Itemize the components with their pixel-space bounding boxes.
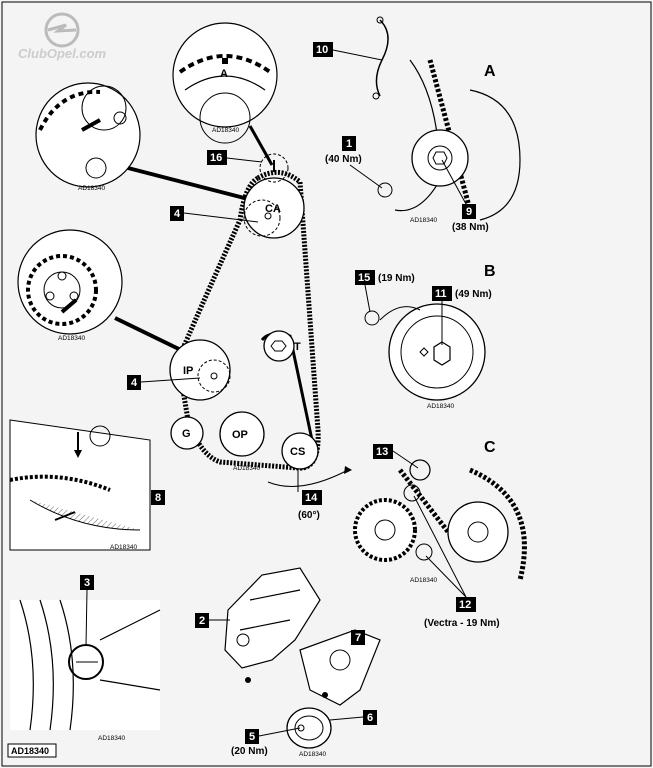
view-a-label: A: [484, 63, 496, 80]
callout-16: 16: [207, 150, 263, 165]
crank-pulley-mark-detail: AD18340: [10, 599, 161, 742]
pulley-ca: CA: [243, 153, 305, 239]
injection-pump-sprocket-detail: AD18340: [17, 229, 186, 354]
pulley-op: OP: [219, 411, 265, 457]
callout-2: 2: [195, 613, 230, 628]
svg-text:7: 7: [355, 632, 361, 644]
svg-text:14: 14: [305, 492, 318, 504]
svg-text:3: 3: [84, 577, 90, 589]
torque-12: (Vectra - 19 Nm): [424, 618, 500, 629]
callout-9: 9 (38 Nm): [441, 159, 489, 233]
pulley-ip: IP: [169, 339, 231, 401]
svg-text:13: 13: [376, 446, 388, 458]
callout-7: 7: [351, 630, 365, 645]
main-ref: AD18340: [233, 465, 260, 472]
left8-ref: AD18340: [110, 544, 137, 551]
torque-11: (49 Nm): [455, 289, 492, 300]
view-a: A AD18340: [372, 16, 521, 224]
view-b: B AD18340: [364, 263, 496, 410]
pulley-cs: CS AD18340: [233, 432, 352, 492]
torque-1: (40 Nm): [325, 154, 362, 165]
torque-5: (20 Nm): [231, 746, 268, 757]
callout-5: 5 (20 Nm): [231, 727, 301, 757]
watermark-text: ClubOpel.com: [18, 46, 107, 61]
view-c-ref: AD18340: [410, 577, 437, 584]
view-b-label: B: [484, 263, 496, 280]
camshaft-sprocket-detail: AD18340: [35, 82, 253, 202]
svg-text:2: 2: [199, 615, 205, 627]
svg-text:11: 11: [435, 288, 447, 300]
callout-13: 13: [373, 444, 419, 469]
svg-text:10: 10: [316, 44, 328, 56]
svg-text:16: 16: [210, 152, 222, 164]
pulley-t-label: T: [294, 341, 301, 353]
pulley-op-label: OP: [232, 429, 248, 441]
figure-reference: AD18340: [7, 743, 57, 758]
crankshaft-mark-detail: AD18340: [9, 419, 151, 551]
callout-1: 1 (40 Nm): [325, 136, 383, 189]
pulley-g-label: G: [182, 428, 191, 440]
callout-10: 10: [313, 42, 383, 61]
svg-text:6: 6: [367, 712, 373, 724]
pulley-t: T: [263, 330, 301, 362]
svg-text:5: 5: [249, 731, 255, 743]
callout-6: 6: [329, 710, 377, 725]
detail-ref: AD18340: [212, 127, 239, 134]
detail-mark-a: A: [220, 68, 228, 80]
torque-15: (19 Nm): [378, 273, 415, 284]
pulley-g: G: [170, 416, 204, 450]
svg-text:12: 12: [459, 599, 471, 611]
callout-3: 3: [80, 575, 94, 647]
svg-text:1: 1: [346, 138, 352, 150]
bottom-ref: AD18340: [299, 751, 326, 758]
view-a-ref: AD18340: [410, 217, 437, 224]
svg-text:4: 4: [174, 208, 181, 220]
svg-text:8: 8: [155, 492, 161, 504]
pulley-ip-label: IP: [183, 365, 193, 377]
callout-14: 14 (60°): [298, 490, 322, 521]
clubopel-logo: ClubOpel.com: [18, 12, 107, 61]
figure-ref-text: AD18340: [11, 746, 49, 756]
angle-label: (60°): [298, 510, 320, 521]
ml-detail-ref: AD18340: [58, 335, 85, 342]
svg-text:4: 4: [131, 377, 138, 389]
view-c: C AD18340: [353, 439, 527, 584]
callout-4-lower: 4: [127, 375, 201, 390]
svg-text:15: 15: [358, 272, 370, 284]
view-c-label: C: [484, 439, 496, 456]
view-b-ref: AD18340: [427, 403, 454, 410]
callout-15: 15 (19 Nm): [355, 270, 415, 313]
callout-4-top: 4: [170, 206, 259, 223]
pulley-cs-label: CS: [290, 446, 305, 458]
pulley-ca-label: CA: [265, 203, 281, 215]
svg-text:9: 9: [466, 206, 472, 218]
left3-ref: AD18340: [98, 735, 125, 742]
callout-8: 8: [151, 490, 165, 505]
torque-9: (38 Nm): [452, 222, 489, 233]
camshaft-mark-detail: A AD18340: [172, 22, 278, 166]
tl-detail-ref: AD18340: [78, 185, 105, 192]
callout-12: 12 (Vectra - 19 Nm): [413, 495, 500, 629]
callout-11: 11 (49 Nm): [432, 286, 492, 345]
timing-covers: AD18340: [224, 567, 381, 758]
